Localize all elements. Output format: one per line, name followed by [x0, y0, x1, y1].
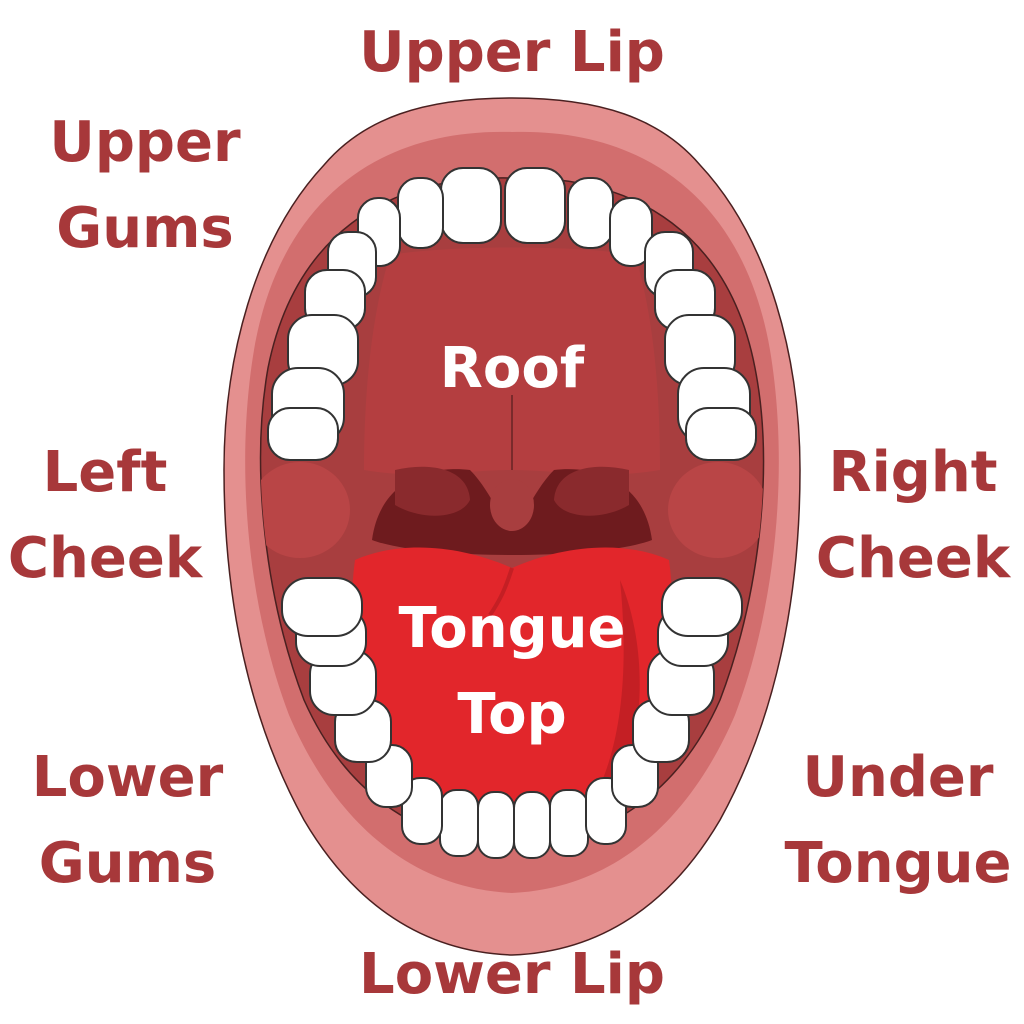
- upper-tooth: [267, 407, 339, 461]
- upper-tooth: [440, 167, 502, 244]
- upper-tooth: [567, 177, 614, 249]
- upper-tooth: [397, 177, 444, 249]
- label-right-cheek: Right Cheek: [815, 440, 1011, 591]
- lower-tooth: [513, 791, 551, 859]
- right-tonsil: [554, 466, 629, 516]
- upper-tooth: [685, 407, 757, 461]
- label-left-cheek: Left Cheek: [7, 440, 203, 591]
- left-tonsil: [395, 466, 470, 516]
- lower-teeth: [281, 577, 743, 859]
- left-cheek-pouch: [260, 462, 350, 558]
- tongue: [351, 547, 673, 848]
- lower-tooth: [477, 791, 515, 859]
- tongue-groove: [488, 567, 514, 617]
- label-tongue-top: Tongue Top: [398, 596, 626, 747]
- upper-tooth: [609, 197, 653, 267]
- upper-teeth: [267, 167, 757, 461]
- label-under-tongue: Under Tongue: [784, 745, 1012, 896]
- right-cheek-pouch: [668, 462, 764, 558]
- label-upper-gums: Upper Gums: [49, 110, 241, 261]
- lower-tooth: [549, 789, 589, 857]
- label-lower-lip: Lower Lip: [359, 942, 665, 1007]
- label-upper-lip: Upper Lip: [359, 20, 665, 85]
- lower-tooth: [439, 789, 479, 857]
- lower-tooth: [281, 577, 363, 637]
- label-lower-gums: Lower Gums: [31, 745, 224, 896]
- palate: [364, 247, 660, 475]
- label-roof: Roof: [439, 336, 585, 401]
- uvula: [490, 479, 534, 531]
- lower-tooth: [661, 577, 743, 637]
- upper-tooth: [504, 167, 566, 244]
- lower-tooth: [401, 777, 443, 845]
